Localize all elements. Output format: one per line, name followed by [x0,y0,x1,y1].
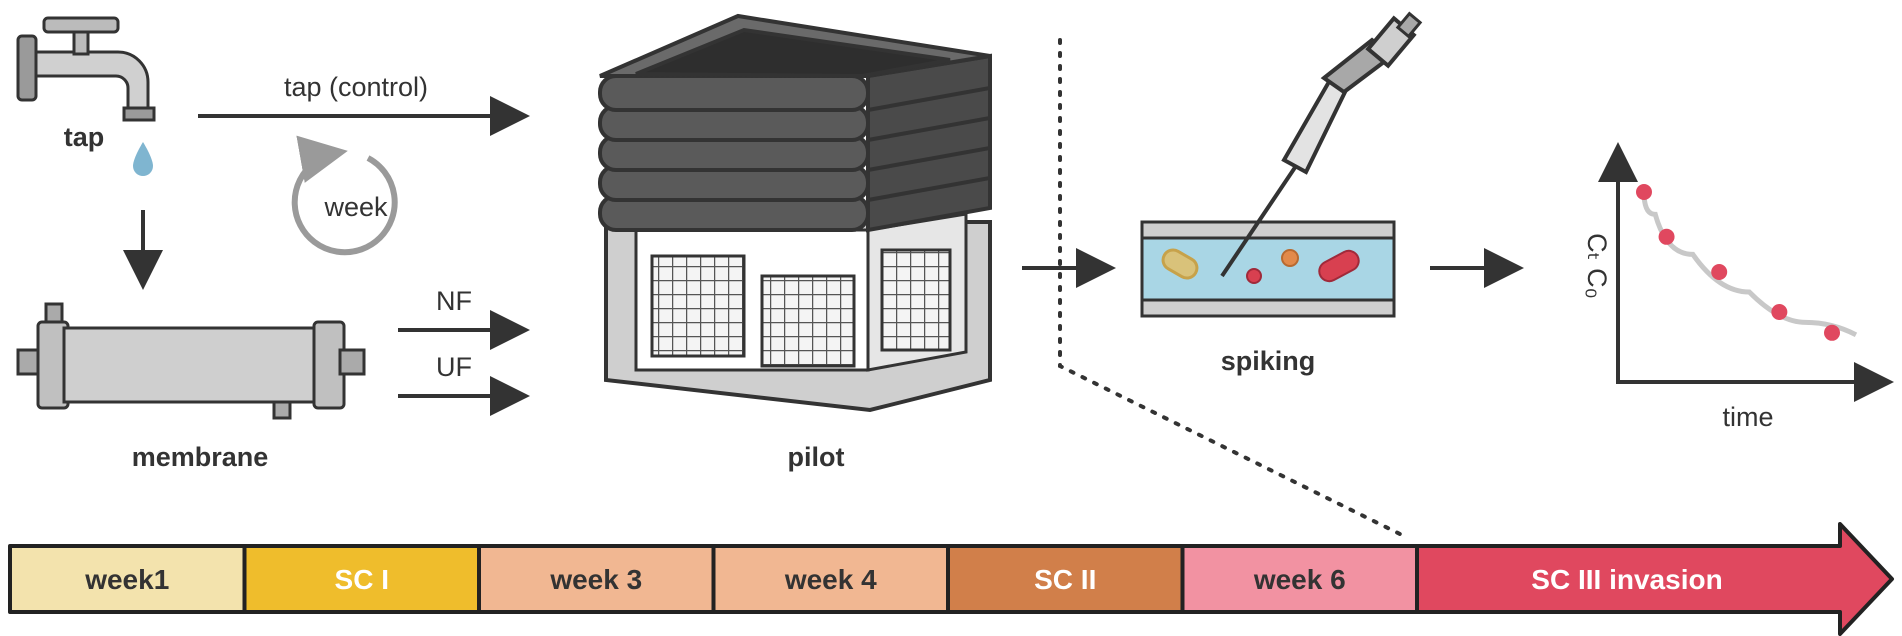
timeline-segment-label: SC III invasion [1531,564,1722,595]
uf-label: UF [436,352,472,382]
timeline-segment-label: week 4 [784,564,877,595]
tap-control-label: tap (control) [284,72,428,102]
spiking-channel-icon [1140,220,1396,318]
decay-point [1824,324,1840,341]
timeline-segment [1415,522,1894,636]
timeline-segment [1180,544,1419,614]
faucet-icon [16,16,156,122]
decay-point [1711,264,1728,280]
membrane-label: membrane [132,442,269,472]
decay-curve [1641,191,1858,338]
timeline-segment-label: week 6 [1253,564,1346,595]
timeline-bar: week1 SC I week 3 week 4 SC II week 6 SC III i… [8,522,1894,636]
timeline-segment-label: week1 [84,564,169,595]
timeline-segment [477,544,716,614]
timeline-segment [242,544,481,614]
tap-label: tap [64,122,105,152]
pilot-label: pilot [788,442,845,472]
timeline-segment-label: week 3 [549,564,642,595]
water-drop-icon [133,142,153,176]
cycle-arrow-icon [291,135,398,256]
week-cycle-label: week [323,192,388,222]
membrane-module-icon [16,302,366,420]
decay-point [1636,184,1652,200]
timeline-segment [711,544,950,614]
nf-label: NF [436,286,472,316]
decay-point [1771,304,1788,320]
pilot-cage-icon [598,13,992,413]
timeline-segment-label: SC I [335,564,389,595]
decay-points [1636,184,1840,341]
decay-point [1658,228,1675,245]
timeline-segment [8,544,247,614]
timeline-segment-label: SC II [1034,564,1096,595]
pipette-icon [1220,11,1423,278]
plot-y-label: Cₜ C₀ [1582,233,1612,299]
plot-x-label: time [1722,402,1773,432]
spiking-label: spiking [1221,346,1316,376]
dotted-separator [1058,38,1410,540]
